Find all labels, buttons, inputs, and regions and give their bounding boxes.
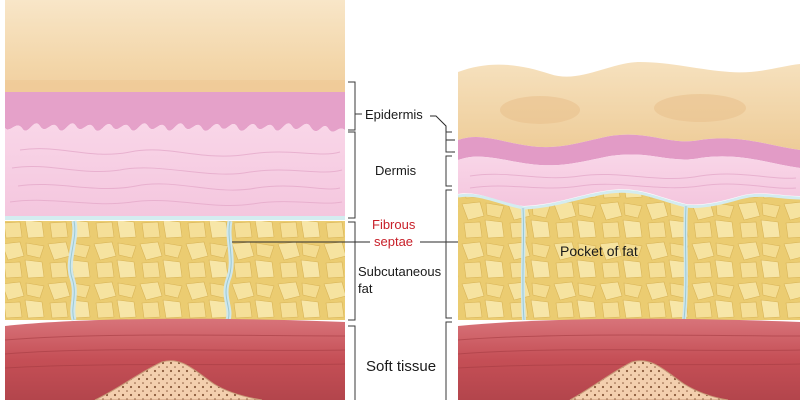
label-subcutaneous-line2: fat: [358, 281, 373, 296]
right-dermis-layer: [458, 154, 800, 206]
left-dermis-layer: [5, 123, 345, 218]
label-subcutaneous-line1: Subcutaneous: [358, 264, 442, 279]
right-soft-tissue-layer: [458, 318, 800, 400]
label-dermis: Dermis: [375, 163, 417, 178]
right-epidermis-layer: [458, 134, 800, 168]
right-bone: [569, 360, 729, 400]
label-epidermis: Epidermis: [365, 107, 423, 122]
label-pocket-of-fat: Pocket of fat: [560, 243, 638, 259]
right-skin-surface: [458, 62, 800, 150]
left-subcutaneous-fat-layer: [5, 221, 345, 320]
right-panel-cellulite: [457, 62, 800, 400]
right-brackets: [445, 131, 452, 400]
label-soft-tissue: Soft tissue: [366, 358, 436, 375]
left-panel-normal-skin: [4, 0, 346, 400]
label-fibrous-septae-line1: Fibrous: [372, 217, 416, 232]
right-subcutaneous-fat-layer: [458, 191, 800, 320]
left-skin-surface: [5, 0, 345, 92]
left-epidermis-layer: [5, 92, 345, 132]
left-bone: [94, 360, 263, 400]
left-soft-tissue-layer: [5, 318, 345, 400]
layer-brackets: [348, 81, 362, 400]
label-fibrous-septae-line2: septae: [374, 234, 413, 249]
